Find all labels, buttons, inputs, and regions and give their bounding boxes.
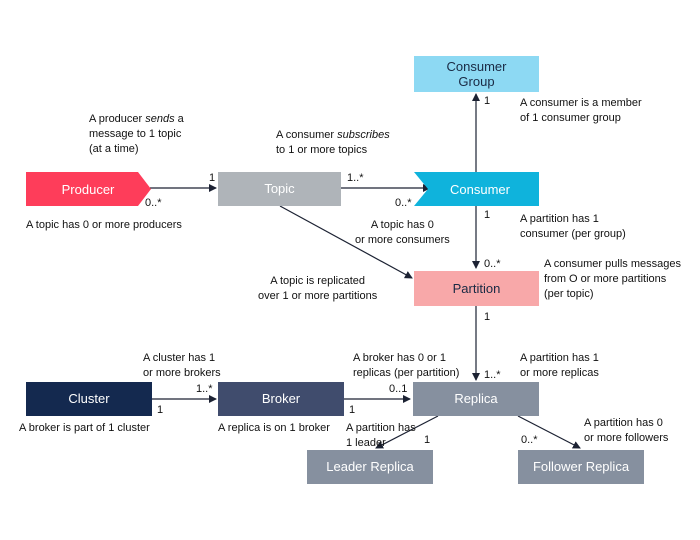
note-topic-replicated-line2: over 1 or more partitions: [258, 290, 378, 302]
mult-group-end: 1: [484, 95, 491, 107]
note-topic-consumers: A topic has 0 or more consumers: [355, 218, 450, 248]
note-partition-replicas: A partition has 1 or more replicas: [520, 351, 599, 381]
note-consumer-pulls-line3: (per topic): [544, 288, 594, 300]
partition-label: Partition: [452, 280, 501, 296]
note-producer-sends-line3: (at a time): [89, 143, 139, 155]
partition-node: Partition: [414, 271, 539, 306]
topic-label: Topic: [264, 181, 295, 196]
topic-node: Topic: [218, 172, 341, 206]
note-partition-leader-line2: 1 leader: [346, 437, 386, 449]
note-replica-broker: A replica is on 1 broker: [218, 421, 330, 436]
topic-to-partition-edge: [279, 205, 413, 279]
note-consumer-subscribes-line2: to 1 or more topics: [276, 144, 368, 156]
mult-cluster-end: 1: [157, 404, 164, 416]
mult-broker-end-to-replica: 1: [349, 404, 356, 416]
producer-label: Producer: [62, 182, 115, 197]
consumer-group-label-line2: Group: [458, 74, 495, 89]
mult-producer-end: 0..*: [145, 197, 162, 209]
note-producer-sends-emphasis: sends: [145, 113, 175, 125]
note-partition-followers-line2: or more followers: [584, 432, 669, 444]
note-topic-consumers-line2: or more consumers: [355, 234, 450, 246]
note-consumer-pulls-line1: A consumer pulls messages: [544, 258, 681, 270]
note-consumer-subscribes-emphasis: subscribes: [337, 129, 390, 141]
producer-node: Producer: [26, 172, 151, 206]
note-cluster-brokers-line1: A cluster has 1: [143, 352, 216, 364]
mult-consumer-end-to-partition: 1: [484, 209, 491, 221]
note-partition-consumer-line1: A partition has 1: [520, 213, 599, 225]
note-topic-producers-line1: A topic has 0 or more producers: [26, 219, 182, 231]
note-partition-consumer-line2: consumer (per group): [520, 228, 626, 240]
note-partition-followers-line1: A partition has 0: [584, 417, 663, 429]
note-partition-leader: A partition has 1 leader: [346, 421, 416, 451]
follower-replica-node: Follower Replica: [518, 450, 644, 484]
mult-consumer-end-from-topic: 0..*: [395, 197, 412, 209]
consumer-shape: [414, 172, 539, 206]
consumer-label: Consumer: [450, 182, 511, 197]
consumer-node: Consumer: [414, 172, 539, 206]
mult-partition-end-to-replica: 1: [484, 311, 491, 323]
note-consumer-pulls: A consumer pulls messages from O or more…: [544, 257, 681, 302]
note-broker-replicas: A broker has 0 or 1 replicas (per partit…: [353, 351, 459, 381]
replica-to-leader-edge: [375, 415, 439, 449]
note-partition-consumer: A partition has 1 consumer (per group): [520, 212, 626, 242]
broker-label: Broker: [261, 391, 301, 406]
note-replica-broker-line1: A replica is on 1 broker: [218, 422, 330, 434]
consumer-group-node: Consumer Group: [414, 56, 539, 92]
note-producer-sends: A producer sends a message to 1 topic (a…: [89, 112, 184, 157]
note-topic-producers: A topic has 0 or more producers: [26, 218, 182, 233]
note-consumer-pulls-line2: from O or more partitions: [544, 273, 667, 285]
note-consumer-member-line1: A consumer is a member: [520, 97, 642, 109]
mult-leader-end: 1: [424, 434, 431, 446]
replica-to-follower-edge: [517, 415, 581, 449]
note-consumer-subscribes-text: A consumer: [276, 129, 338, 141]
leader-replica-label: Leader Replica: [326, 459, 414, 474]
consumer-group-label-line1: Consumer: [446, 59, 507, 74]
note-partition-replicas-line1: A partition has 1: [520, 352, 599, 364]
mult-topic-end-from-producer: 1: [209, 172, 216, 184]
leader-replica-node: Leader Replica: [307, 450, 433, 484]
replica-node: Replica: [413, 382, 539, 416]
note-topic-replicated: A topic is replicated over 1 or more par…: [258, 274, 377, 304]
broker-node: Broker: [218, 382, 344, 416]
cluster-node: Cluster: [26, 382, 152, 416]
note-partition-leader-line1: A partition has: [346, 422, 416, 434]
replica-label: Replica: [454, 391, 498, 406]
mult-replica-end-from-broker: 0..1: [389, 383, 408, 395]
follower-replica-label: Follower Replica: [532, 459, 630, 474]
mult-follower-end: 0..*: [521, 434, 538, 446]
note-broker-replicas-line2: replicas (per partition): [353, 367, 460, 379]
note-broker-replicas-line1: A broker has 0 or 1: [353, 352, 446, 364]
note-producer-sends-line2: message to 1 topic: [89, 128, 182, 140]
note-consumer-member: A consumer is a member of 1 consumer gro…: [520, 96, 642, 126]
note-producer-sends-text-1: A producer: [89, 113, 146, 125]
note-topic-replicated-line1: A topic is replicated: [270, 275, 365, 287]
note-topic-consumers-line1: A topic has 0: [370, 219, 434, 231]
note-partition-replicas-line2: or more replicas: [520, 367, 599, 379]
note-broker-cluster: A broker is part of 1 cluster: [19, 421, 150, 436]
note-broker-cluster-line1: A broker is part of 1 cluster: [19, 422, 150, 434]
note-partition-followers: A partition has 0 or more followers: [584, 416, 668, 446]
note-cluster-brokers: A cluster has 1 or more brokers: [143, 351, 221, 381]
note-consumer-member-line2: of 1 consumer group: [520, 112, 621, 124]
note-producer-sends-text-2: a: [174, 113, 184, 125]
cluster-label: Cluster: [68, 391, 110, 406]
mult-replica-end-from-partition: 1..*: [484, 369, 501, 381]
note-cluster-brokers-line2: or more brokers: [143, 367, 221, 379]
mult-partition-end-from-consumer: 0..*: [484, 258, 501, 270]
mult-topic-end-to-consumer: 1..*: [347, 172, 364, 184]
producer-shape: [26, 172, 151, 206]
mult-broker-end-from-cluster: 1..*: [196, 383, 213, 395]
note-consumer-subscribes: A consumer subscribes to 1 or more topic…: [276, 128, 390, 158]
